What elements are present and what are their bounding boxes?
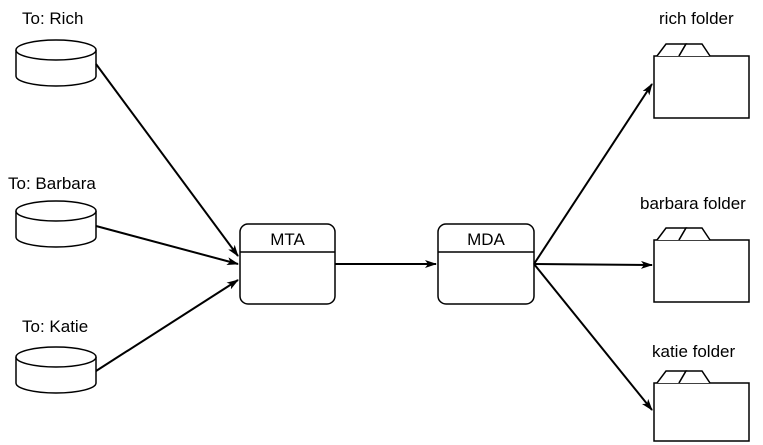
mda-box: MDA [437,223,535,305]
source-katie: To: Katie [15,317,97,394]
mda-label: MDA [467,230,505,249]
source-barbara-label: To: Barbara [8,174,96,193]
source-barbara: To: Barbara [8,174,97,248]
folder-katie: katie folder [652,342,750,442]
connectors [95,63,653,411]
folder-barbara: barbara folder [640,194,750,303]
folder-katie-label: katie folder [652,342,735,361]
arrow-rich-to-mta [95,63,239,257]
folder-barbara-label: barbara folder [640,194,746,213]
source-rich-label: To: Rich [22,9,83,28]
folder-icon [653,43,750,119]
arrow-mda-to-katie-folder [533,263,653,411]
mta-label: MTA [270,230,305,249]
database-icon [15,200,97,248]
database-icon [15,39,97,87]
arrow-katie-to-mta [95,279,239,372]
mta-box: MTA [239,223,336,305]
database-icon [15,346,97,394]
folder-rich: rich folder [653,9,750,119]
arrow-mda-to-rich-folder [533,83,653,265]
folder-rich-label: rich folder [659,9,734,28]
arrow-mda-to-barbara-folder [533,260,653,269]
source-rich: To: Rich [15,9,97,87]
arrow-barbara-to-mta [95,225,239,266]
folder-icon [653,227,750,303]
folder-icon [653,370,750,442]
source-katie-label: To: Katie [22,317,88,336]
